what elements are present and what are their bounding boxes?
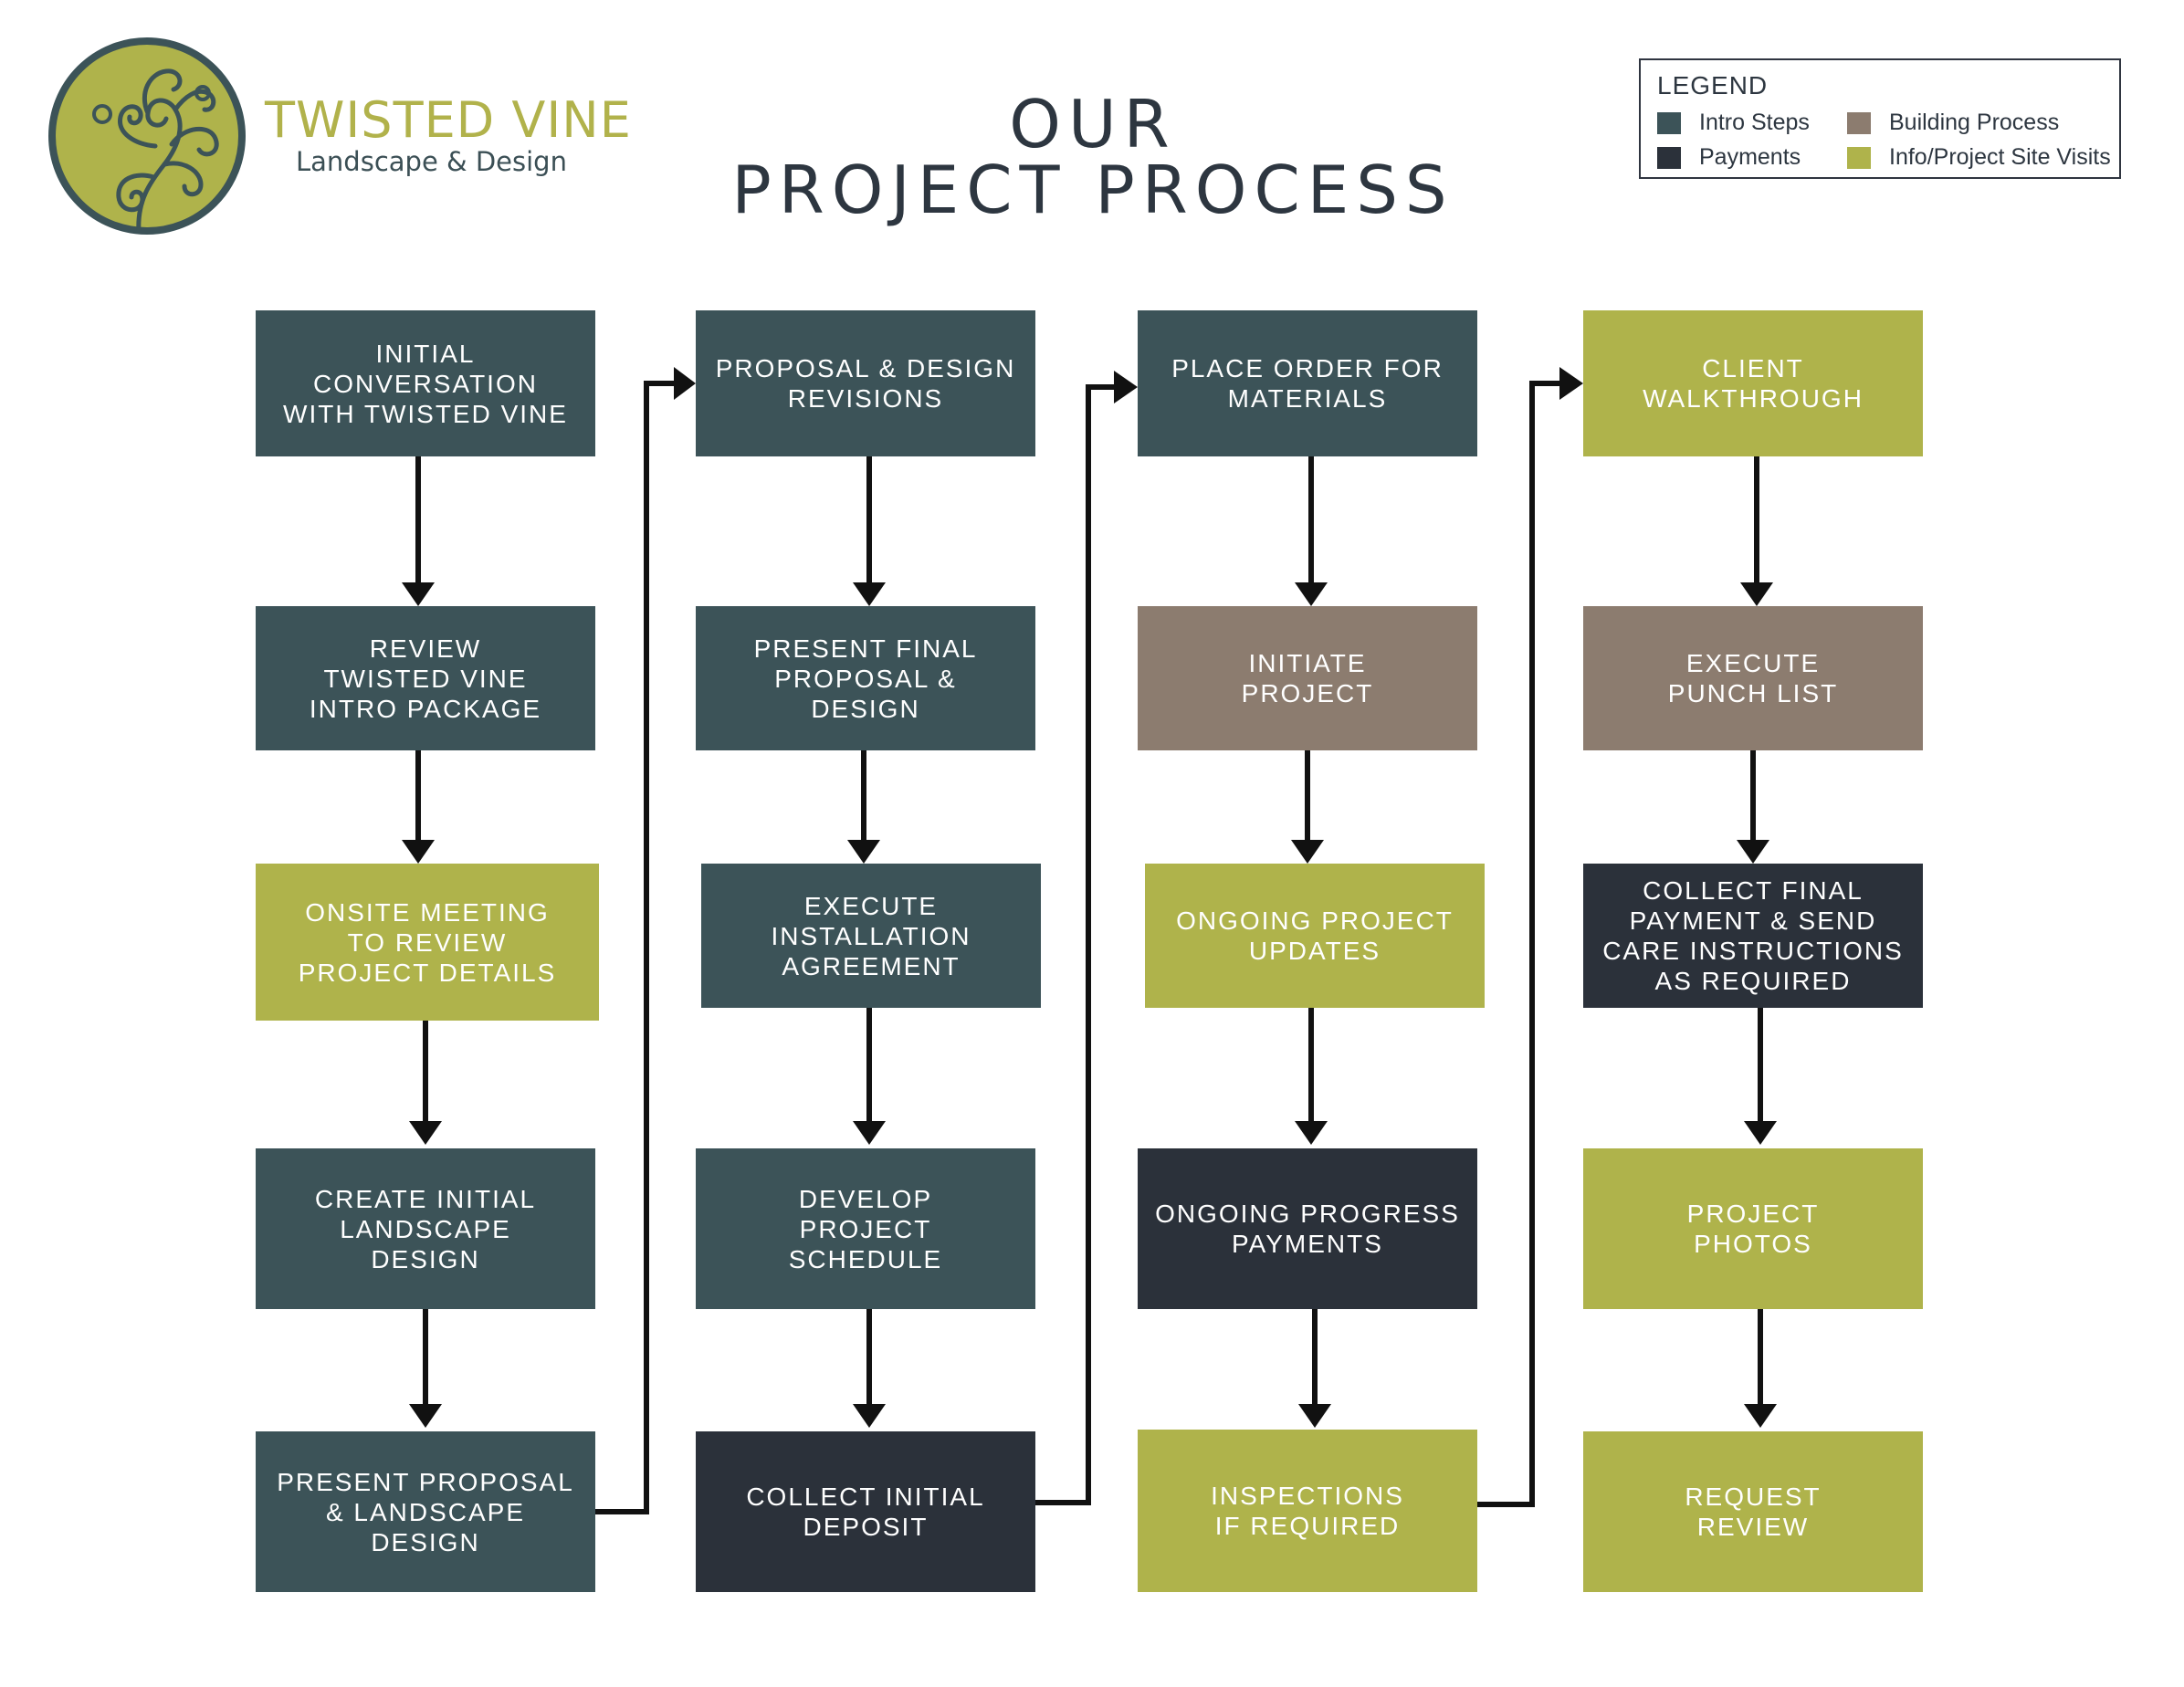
brand-name: TWISTED VINE bbox=[265, 91, 632, 149]
legend-title: LEGEND bbox=[1657, 71, 1769, 100]
column-connector bbox=[595, 381, 676, 1514]
arrow-head bbox=[409, 1404, 442, 1428]
page-title-line-2: PROJECT PROCESS bbox=[731, 152, 1454, 228]
arrow-head bbox=[853, 1121, 886, 1145]
legend-label: Info/Project Site Visits bbox=[1889, 144, 2111, 170]
arrow-head bbox=[1740, 582, 1773, 606]
arrow-head bbox=[409, 1121, 442, 1145]
arrow-head bbox=[1559, 367, 1583, 400]
legend-label: Intro Steps bbox=[1699, 110, 1810, 135]
step-proposal-revisions: PROPOSAL & DESIGN REVISIONS bbox=[696, 310, 1035, 456]
vine-emblem-icon bbox=[48, 37, 246, 235]
step-ongoing-payments: ONGOING PROGRESS PAYMENTS bbox=[1138, 1148, 1477, 1309]
arrow-head bbox=[1114, 371, 1138, 403]
step-create-initial-design: CREATE INITIAL LANDSCAPE DESIGN bbox=[256, 1148, 595, 1309]
arrow-head bbox=[847, 840, 880, 864]
step-place-order: PLACE ORDER FOR MATERIALS bbox=[1138, 310, 1477, 456]
step-initial-conversation: INITIAL CONVERSATION WITH TWISTED VINE bbox=[256, 310, 595, 456]
step-request-review: REQUEST REVIEW bbox=[1583, 1431, 1923, 1592]
step-ongoing-updates: ONGOING PROJECT UPDATES bbox=[1145, 864, 1485, 1008]
company-logo: TWISTED VINE Landscape & Design bbox=[0, 0, 639, 246]
step-initiate-project: INITIATE PROJECT bbox=[1138, 606, 1477, 750]
legend-item-building-process: Building Process bbox=[1847, 110, 2059, 136]
arrow-head bbox=[1744, 1404, 1777, 1428]
step-execute-punch-list: EXECUTE PUNCH LIST bbox=[1583, 606, 1923, 750]
arrow-head bbox=[1291, 840, 1324, 864]
legend-item-info-site-visits: Info/Project Site Visits bbox=[1847, 144, 2111, 171]
arrow-head bbox=[402, 840, 435, 864]
legend-swatch bbox=[1847, 146, 1871, 169]
arrow-head bbox=[674, 367, 696, 400]
brand-tagline: Landscape & Design bbox=[296, 146, 567, 177]
arrow-head bbox=[1298, 1404, 1331, 1428]
legend-item-payments: Payments bbox=[1657, 144, 1801, 171]
step-onsite-meeting: ONSITE MEETING TO REVIEW PROJECT DETAILS bbox=[256, 864, 599, 1021]
step-present-final-proposal: PRESENT FINAL PROPOSAL & DESIGN bbox=[696, 606, 1035, 750]
legend-swatch bbox=[1847, 111, 1871, 134]
step-review-intro-package: REVIEW TWISTED VINE INTRO PACKAGE bbox=[256, 606, 595, 750]
step-execute-installation-agreement: EXECUTE INSTALLATION AGREEMENT bbox=[701, 864, 1041, 1008]
legend: LEGEND Intro Steps Building Process Paym… bbox=[1639, 58, 2121, 179]
arrow-head bbox=[1737, 840, 1769, 864]
arrow-head bbox=[1744, 1121, 1777, 1145]
step-inspections: INSPECTIONS IF REQUIRED bbox=[1138, 1430, 1477, 1592]
page-title-line-1: OUR bbox=[1009, 86, 1177, 162]
step-collect-initial-deposit: COLLECT INITIAL DEPOSIT bbox=[696, 1431, 1035, 1592]
legend-label: Building Process bbox=[1889, 110, 2060, 135]
step-collect-final-payment: COLLECT FINAL PAYMENT & SEND CARE INSTRU… bbox=[1583, 864, 1923, 1008]
step-project-photos: PROJECT PHOTOS bbox=[1583, 1148, 1923, 1309]
legend-label: Payments bbox=[1699, 144, 1801, 170]
legend-item-intro-steps: Intro Steps bbox=[1657, 110, 1810, 136]
arrow-head bbox=[1295, 582, 1328, 606]
legend-swatch bbox=[1657, 111, 1681, 134]
step-client-walkthrough: CLIENT WALKTHROUGH bbox=[1583, 310, 1923, 456]
legend-swatch bbox=[1657, 146, 1681, 169]
step-develop-schedule: DEVELOP PROJECT SCHEDULE bbox=[696, 1148, 1035, 1309]
arrow-head bbox=[1295, 1121, 1328, 1145]
arrow-head bbox=[853, 1404, 886, 1428]
step-present-proposal: PRESENT PROPOSAL & LANDSCAPE DESIGN bbox=[256, 1431, 595, 1592]
arrow-head bbox=[853, 582, 886, 606]
column-connector bbox=[1477, 381, 1561, 1507]
column-connector bbox=[1035, 384, 1116, 1505]
arrow-head bbox=[402, 582, 435, 606]
